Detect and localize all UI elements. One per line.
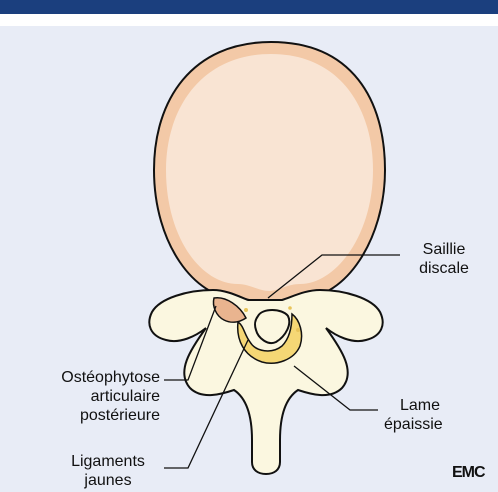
intervertebral-disc (154, 42, 385, 303)
label-lame-epaissie: Lame épaissie (384, 396, 484, 434)
emc-logo: EMC (452, 464, 485, 482)
label-line: discale (404, 259, 484, 278)
label-osteophytose: Ostéophytose articulaire postérieure (14, 368, 160, 425)
label-line: épaissie (384, 415, 484, 434)
label-saillie-discale: Saillie discale (404, 240, 484, 278)
label-line: Ostéophytose (14, 368, 160, 387)
ligament-speck (288, 306, 292, 310)
label-line: Saillie (404, 240, 484, 259)
label-line: articulaire (14, 387, 160, 406)
label-line: Ligaments (58, 452, 158, 471)
label-line: postérieure (14, 406, 160, 425)
label-line: jaunes (58, 471, 158, 490)
ligament-speck (244, 308, 248, 312)
label-line: Lame (384, 396, 484, 415)
label-ligaments-jaunes: Ligaments jaunes (58, 452, 158, 490)
ligament-speck (296, 328, 300, 332)
